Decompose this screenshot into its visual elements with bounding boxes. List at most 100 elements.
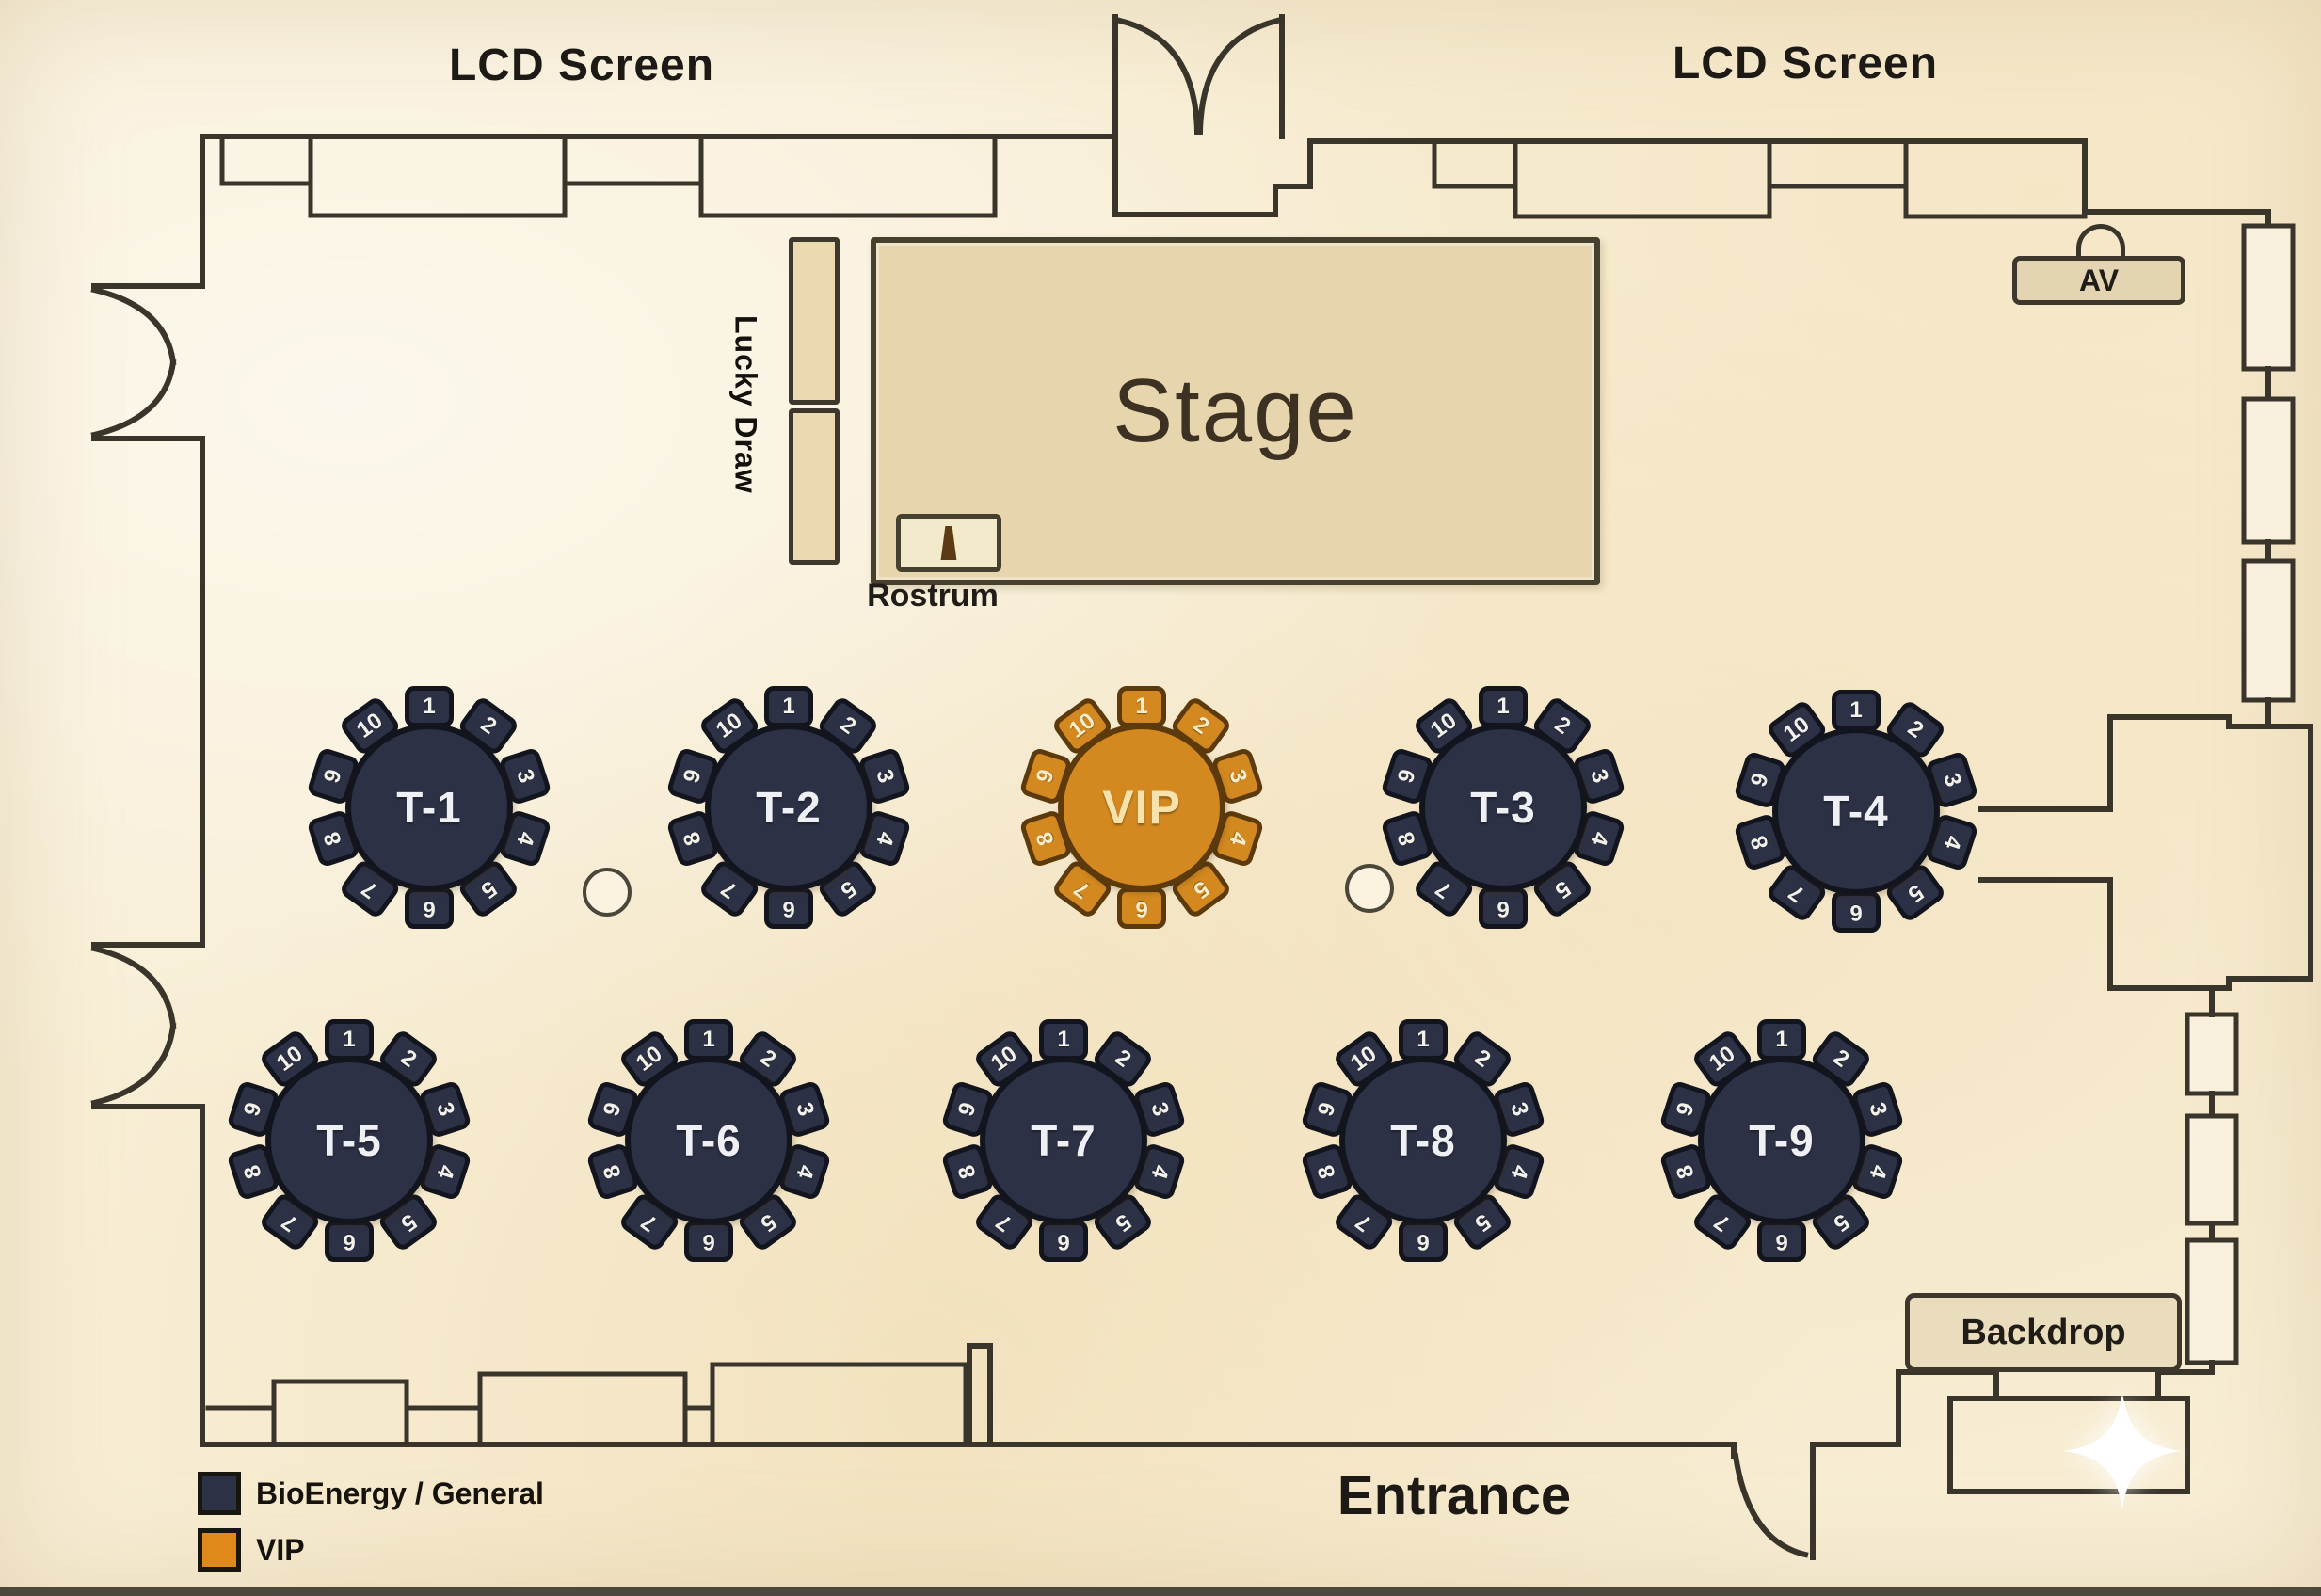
seat-number: 1 [423, 694, 436, 719]
table-label-T-6: T-6 [676, 1116, 742, 1165]
seat-number: 5 [1902, 879, 1929, 907]
seat-number: 7 [1351, 1208, 1377, 1237]
seat-number: 5 [1828, 1208, 1854, 1237]
seat-number: 3 [791, 1099, 820, 1120]
seat-number: 5 [755, 1208, 781, 1237]
seat-number: 7 [716, 875, 743, 903]
table-label-T-7: T-7 [1031, 1116, 1096, 1165]
seat-number: 9 [1392, 766, 1421, 787]
seat-number: 6 [782, 896, 795, 921]
av-chair-icon [2076, 224, 2125, 256]
seat-number: 7 [1069, 875, 1096, 903]
seat-number: 1 [343, 1027, 356, 1052]
table-circle-T-9: T-9 [1698, 1057, 1865, 1224]
pillar-left [583, 868, 632, 917]
seat-T-1-6: 6 [405, 887, 454, 929]
bottom-wall-stub [967, 1343, 993, 1447]
backdrop-label: Backdrop [1961, 1312, 2126, 1352]
legend-swatch-vip [198, 1528, 241, 1572]
seat-number: 2 [1902, 715, 1929, 743]
legend-item-vip: VIP [198, 1528, 544, 1572]
top-double-door [1112, 14, 1313, 217]
lcd-screen-left-label: LCD Screen [448, 40, 715, 90]
lcd-panel-wall-left [219, 134, 998, 218]
table-label-T-9: T-9 [1749, 1116, 1815, 1165]
table-label-T-3: T-3 [1470, 783, 1536, 832]
seat-number: 4 [1938, 832, 1967, 853]
av-station: AV [2012, 256, 2185, 305]
entrance-door [1732, 1442, 1816, 1560]
seat-T-5-1: 1 [325, 1019, 374, 1061]
av-label: AV [2078, 263, 2120, 297]
podium-icon [940, 526, 957, 560]
seat-number: 2 [1549, 711, 1576, 740]
pillar-right [1345, 864, 1394, 913]
seat-number: 7 [1784, 879, 1810, 907]
seat-number: 4 [1505, 1161, 1534, 1182]
legend-swatch-general [198, 1472, 241, 1515]
seat-number: 8 [1392, 828, 1421, 849]
seat-T-7-6: 6 [1039, 1221, 1088, 1262]
lucky-draw-table-lower [789, 408, 840, 565]
table-label-T-5: T-5 [316, 1116, 382, 1165]
buffet-tables [205, 1362, 968, 1447]
seat-number: 4 [871, 828, 900, 849]
seat-number: 2 [1188, 711, 1214, 740]
seat-number: 1 [1057, 1027, 1070, 1052]
seat-number: 7 [277, 1208, 303, 1237]
lcd-screen-right-label: LCD Screen [1672, 39, 1939, 88]
seat-VIP-1: 1 [1117, 686, 1166, 727]
seat-number: 8 [318, 828, 347, 849]
seat-number: 8 [1312, 1161, 1341, 1182]
seat-number: 7 [991, 1208, 1017, 1237]
table-circle-T-4: T-4 [1772, 727, 1940, 895]
seat-number: 9 [678, 766, 707, 787]
alcove-corridor [1978, 806, 2113, 883]
seat-T-8-1: 1 [1399, 1019, 1448, 1061]
seat-number: 8 [1671, 1161, 1700, 1182]
seat-T-4-1: 1 [1832, 690, 1881, 731]
seat-T-3-6: 6 [1479, 887, 1528, 929]
seat-number: 9 [1745, 770, 1774, 790]
seat-number: 4 [791, 1161, 820, 1182]
table-circle-T-8: T-8 [1339, 1057, 1507, 1224]
seat-number: 5 [1469, 1208, 1496, 1237]
stage-label: Stage [1112, 360, 1358, 461]
seat-number: 4 [431, 1161, 460, 1182]
seat-number: 9 [952, 1099, 982, 1120]
seat-number: 9 [598, 1099, 627, 1120]
table-circle-T-3: T-3 [1419, 724, 1587, 891]
seat-number: 6 [1849, 900, 1863, 925]
seat-number: 7 [1431, 875, 1457, 903]
seat-T-7-1: 1 [1039, 1019, 1088, 1061]
seat-number: 7 [1709, 1208, 1736, 1237]
seat-number: 1 [702, 1027, 715, 1052]
seat-number: 5 [1188, 875, 1214, 903]
left-door-lower [90, 942, 205, 1109]
seat-number: 6 [1775, 1229, 1788, 1254]
seat-number: 9 [1671, 1099, 1700, 1120]
seat-T-9-6: 6 [1757, 1221, 1806, 1262]
seat-T-2-6: 6 [764, 887, 813, 929]
seat-VIP-6: 6 [1117, 887, 1166, 929]
rostrum-label: Rostrum [867, 578, 999, 614]
right-wall-windows [2185, 209, 2296, 1375]
seat-T-1-1: 1 [405, 686, 454, 727]
seat-number: 1 [1135, 694, 1148, 719]
lcd-panel-wall-right [1432, 138, 2088, 219]
seat-number: 1 [1417, 1027, 1430, 1052]
seat-T-2-1: 1 [764, 686, 813, 727]
seat-number: 4 [1224, 828, 1253, 849]
table-label-VIP: VIP [1102, 781, 1181, 834]
seat-number: 5 [1110, 1208, 1136, 1237]
seat-number: 9 [238, 1099, 267, 1120]
seat-number: 5 [835, 875, 861, 903]
seat-number: 8 [1031, 828, 1060, 849]
seat-number: 2 [835, 711, 861, 740]
table-circle-VIP: VIP [1058, 724, 1225, 891]
seat-number: 1 [1775, 1027, 1788, 1052]
table-circle-T-2: T-2 [705, 724, 872, 891]
seat-number: 3 [1938, 770, 1967, 790]
seat-T-6-6: 6 [684, 1221, 733, 1262]
